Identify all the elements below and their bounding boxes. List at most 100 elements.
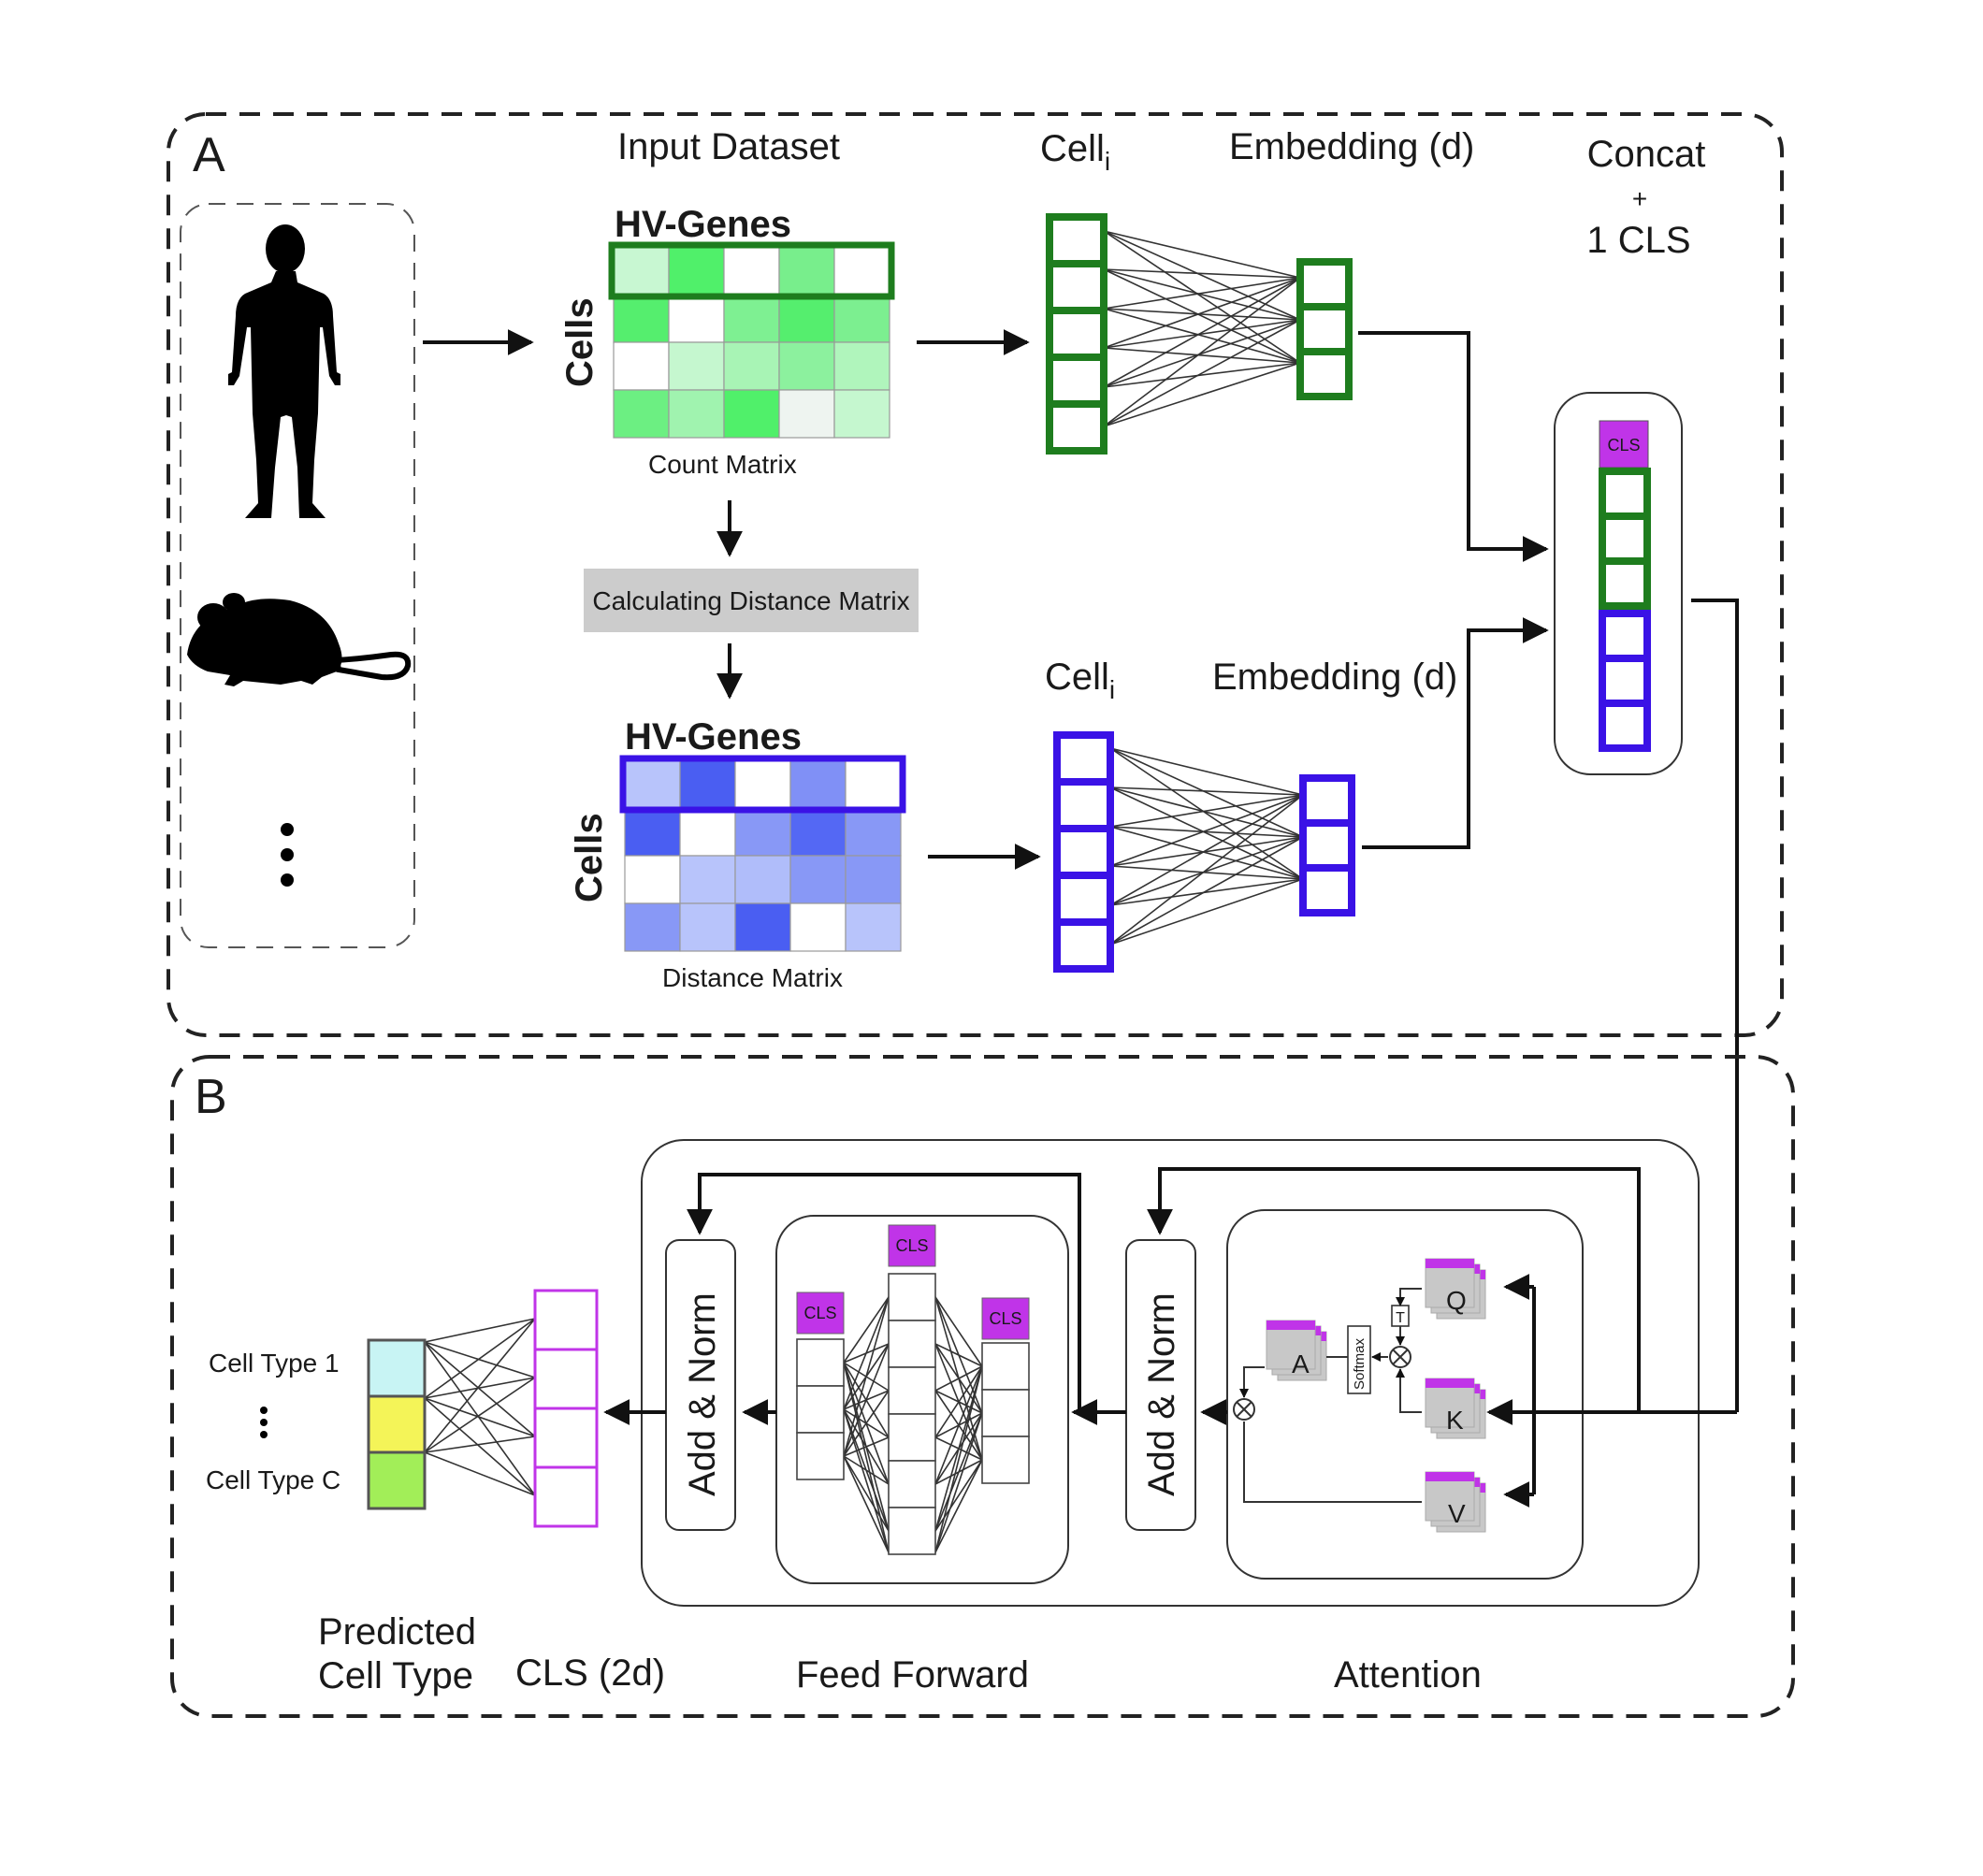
ffn-edge [934,1343,983,1367]
input-cell-box [1046,354,1107,408]
embedding-box [1299,819,1355,872]
panel-a-border [166,112,1784,1037]
human-icon [228,224,340,518]
input-cell-box [1053,825,1114,879]
network-edge [1109,747,1304,796]
classifier-edge [424,1318,536,1453]
cell-type-ellipsis-icon [260,1407,268,1438]
count-matrix [608,241,895,439]
input-dataset-label: Input Dataset [617,126,840,167]
network-edge [1109,878,1304,906]
cls-2d-label: CLS (2d) [515,1652,665,1694]
embedding-box [1296,303,1353,355]
attention-label: Attention [1334,1654,1482,1696]
network-edge [1103,308,1301,321]
network-edge [1109,747,1304,880]
encoder-block [641,1139,1700,1607]
classifier-edge [424,1451,536,1496]
count-matrix-cell [668,246,725,296]
feed-forward-block [775,1215,1069,1584]
distance-matrix-cell [734,902,791,952]
cell-type-box [367,1338,427,1398]
ffn-edge [843,1362,890,1553]
classifier-edge [424,1436,536,1453]
distance-matrix [619,755,906,952]
add-norm-label-1: Add & Norm [1141,1292,1182,1496]
distance-matrix-cell [624,855,681,904]
embedding-box [1299,774,1355,827]
ffn-edge [843,1455,890,1532]
qkv-stacks [1266,1258,1486,1533]
network-edge [1109,786,1304,880]
concat-blue-box [1599,700,1651,752]
distance-matrix-cell [679,902,736,952]
organism-panel [180,203,415,948]
network-edge [1109,786,1304,838]
blue-embedding-network [1053,731,1355,973]
network-edge [1103,277,1301,349]
a-label: A [1292,1349,1310,1378]
count-matrix-cell [833,246,890,296]
count-matrix-cell [613,389,670,439]
distance-matrix-cell [845,902,902,952]
softmax-box [1347,1325,1371,1394]
ffn-edge [843,1296,890,1457]
q-label: Q [1446,1286,1467,1315]
ffn-edge [934,1459,983,1553]
bottom-cell-label: Celli [1045,657,1115,704]
distance-matrix-cell [624,902,681,952]
v-label: V [1448,1499,1466,1528]
ffn-mid-cls [888,1224,936,1267]
distance-matrix-cell [679,855,736,904]
panel-b: B Add & Norm Add & Norm Q K V A T Softma… [170,1055,1795,1718]
classifier-edge [424,1318,536,1399]
distance-matrix-highlight-row [619,755,906,814]
distance-matrix-cell [679,807,736,857]
distance-matrix-cell [789,759,847,809]
network-edge [1103,319,1301,388]
input-cell-box [1046,213,1107,267]
classifier-edge [424,1397,536,1437]
v-stack-header [1426,1472,1474,1481]
network-edge [1109,836,1304,867]
distance-matrix-cell [845,759,902,809]
classifier-edge [424,1341,536,1378]
ffn-edge [843,1390,890,1457]
network-edge [1103,362,1301,388]
concat-to-attention-line [1691,599,1739,1412]
distance-matrix-cell [734,759,791,809]
k-stack-header [1426,1378,1474,1388]
distance-matrix-cell [679,759,736,809]
count-matrix-cell [613,294,670,343]
ffn-edge [934,1365,983,1438]
count-matrix-cell [778,341,835,391]
count-matrix-cell [778,294,835,343]
input-cell-box [1053,731,1114,786]
distance-cells-label: Cells [569,813,610,902]
top-cell-label: Celli [1040,128,1110,176]
count-hv-genes-label: HV-Genes [615,204,791,245]
ffn-edge [843,1455,890,1485]
distance-matrix-label: Distance Matrix [662,963,843,992]
input-cell-box [1046,307,1107,361]
ffn-edge [843,1408,890,1553]
transpose-label: T [1396,1310,1405,1326]
network-edge [1103,230,1301,364]
distance-hv-genes-label: HV-Genes [625,716,802,758]
bottom-embedding-label: Embedding (d) [1212,657,1457,698]
input-cell-box [1053,872,1114,926]
count-matrix-cell [668,389,725,439]
distance-matrix-cell [845,855,902,904]
ffn-mid-cls-label: CLS [895,1236,928,1255]
count-matrix-cell [833,341,890,391]
cell-type-1-label: Cell Type 1 [209,1349,340,1378]
ffn-edge [843,1455,890,1553]
classifier-edge [424,1397,536,1496]
network-edge [1103,230,1301,321]
green-to-concat-arrow [1358,331,1549,562]
count-matrix-cell [723,246,780,296]
ffn-mid-box [888,1507,936,1555]
softmax-label: Softmax [1352,1337,1368,1390]
ffn-edge [934,1365,983,1392]
ffn-edge [843,1436,890,1457]
